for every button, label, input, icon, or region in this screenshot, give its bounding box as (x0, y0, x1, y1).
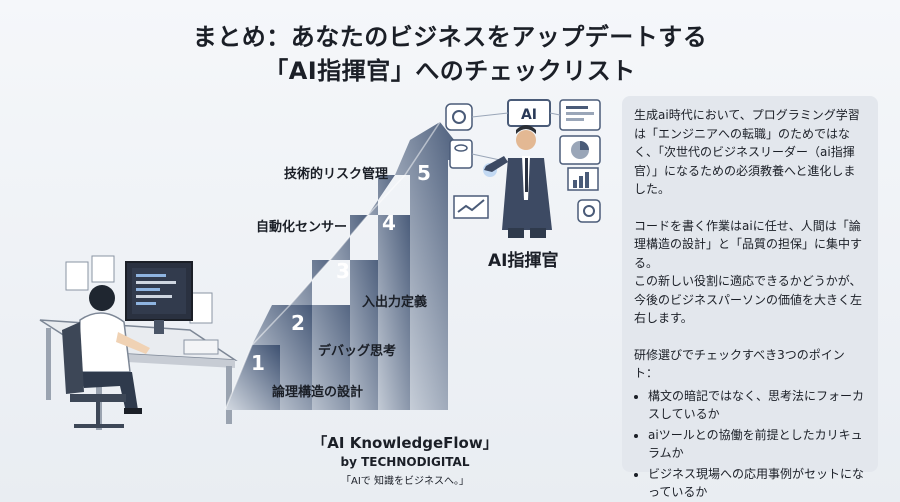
desk-worker-illustration (39, 255, 238, 430)
step-number-1: 1 (251, 351, 265, 375)
summary-paragraph-2: コードを書く作業はaiに任せ、人間は「論理構造の設計」と「品質の担保」に集中する… (634, 218, 863, 270)
role-label: AI指揮官 (488, 251, 559, 271)
title-line-1: まとめ：あなたのビジネスをアップデートする (192, 23, 708, 51)
step-number-5: 5 (417, 161, 431, 185)
step-label-3: 入出力定義 (362, 295, 428, 310)
step-label-4: 自動化センサー (256, 220, 348, 235)
brand-name: 「AI KnowledgeFlow」 (312, 434, 498, 452)
summary-paragraph-3: この新しい役割に適応できるかどうかが、今後のビジネスパーソンの価値を大きく左右し… (634, 274, 863, 325)
step-number-3: 3 (336, 259, 350, 283)
title-line-2: 「AI指揮官」へのチェックリスト (264, 57, 636, 85)
page-title: まとめ：あなたのビジネスをアップデートする 「AI指揮官」へのチェックリスト (0, 20, 900, 88)
summary-paragraph-1: 生成ai時代において、プログラミング学習は「エンジニアへの転職」のためではなく、… (634, 108, 860, 196)
checklist-item: ビジネス現場への応用事例がセットになっているか (648, 465, 866, 502)
ai-commander-illustration: AI (445, 99, 601, 238)
step-label-2: デバッグ思考 (318, 344, 397, 359)
step-number-4: 4 (382, 211, 396, 235)
checklist-item: aiツールとの協働を前提としたカリキュラムか (648, 426, 866, 463)
checklist-title: 研修選びでチェックすべき3つのポイント： (634, 347, 845, 381)
checklist: 構文の暗記ではなく、思考法にフォーカスしているか aiツールとの協働を前提とした… (634, 387, 866, 502)
checklist-item: 構文の暗記ではなく、思考法にフォーカスしているか (648, 387, 866, 424)
staircase (224, 121, 470, 411)
brand-byline: by TECHNODIGITAL (340, 455, 470, 469)
summary-panel: 生成ai時代において、プログラミング学習は「エンジニアへの転職」のためではなく、… (622, 96, 878, 499)
step-label-1: 論理構造の設計 (272, 385, 364, 400)
step-label-5: 技術的リスク管理 (284, 167, 389, 182)
ai-chip-label: AI (521, 107, 537, 123)
step-number-2: 2 (291, 311, 305, 335)
brand-tagline: 「AIで 知識をビジネスへ。」 (341, 476, 469, 487)
brand-block: 「AI KnowledgeFlow」 by TECHNODIGITAL 「AIで… (305, 432, 505, 487)
